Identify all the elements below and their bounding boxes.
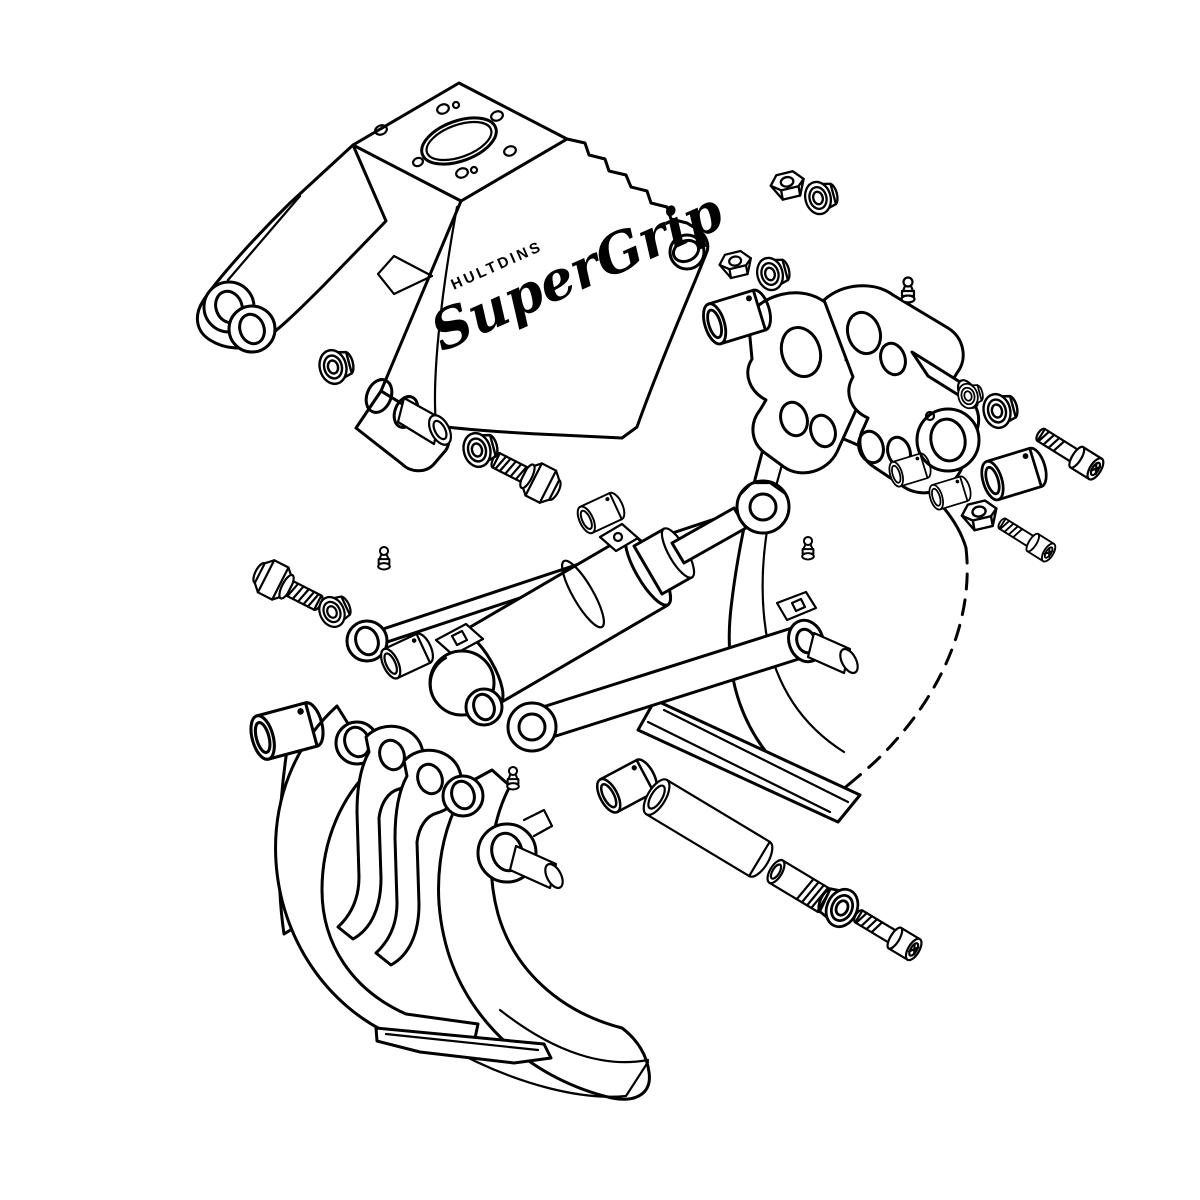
cylinder-link-assembly xyxy=(345,479,859,753)
pivot-stub-pin xyxy=(508,844,558,890)
pin-long xyxy=(637,774,779,882)
frame-slot xyxy=(376,254,434,296)
bolt-socket xyxy=(993,512,1059,565)
bolt-socket xyxy=(848,903,926,964)
bolt-socket xyxy=(1030,421,1108,484)
bushing-cyl xyxy=(976,444,1052,504)
frame-lug-tube xyxy=(396,396,442,446)
frame-boss-lower xyxy=(227,304,277,354)
washer-flanged xyxy=(314,344,359,389)
nut-hex xyxy=(716,248,755,281)
lower-link-tab xyxy=(775,590,818,622)
front-tine-scoop-rim xyxy=(498,1008,650,1064)
frame-top-plate xyxy=(351,81,569,203)
grease-nipple xyxy=(377,545,391,571)
grease-nipple xyxy=(506,765,520,791)
left-jaw-assembly xyxy=(274,704,651,1101)
nut-hex xyxy=(767,168,808,203)
frame-side-panel xyxy=(379,137,710,440)
bolt-hex xyxy=(483,441,568,510)
finger-plate-3 xyxy=(374,748,463,967)
grease-nipple xyxy=(900,276,916,304)
rod-eye xyxy=(735,479,791,535)
washer-flanged xyxy=(978,388,1023,433)
jaw-foot-plate xyxy=(636,698,862,824)
nut-hex xyxy=(958,497,1001,534)
hidden-edge-dashed xyxy=(858,546,969,777)
rotator-bore xyxy=(420,116,498,166)
washer-flanged xyxy=(800,176,843,219)
finger-plate-2 xyxy=(336,724,425,941)
grease-nipple xyxy=(801,535,815,561)
bolt-hex xyxy=(246,553,331,622)
port-block xyxy=(598,522,640,553)
lower-link-eye-left xyxy=(506,701,558,753)
pivot-boss xyxy=(915,407,981,473)
mounting-frame: HULTDINS SuperGrip xyxy=(195,81,732,473)
piston-rod xyxy=(670,506,748,565)
lower-link-stub-pin xyxy=(806,631,852,675)
washer-flanged xyxy=(752,252,795,295)
cap-bracket xyxy=(434,622,485,657)
